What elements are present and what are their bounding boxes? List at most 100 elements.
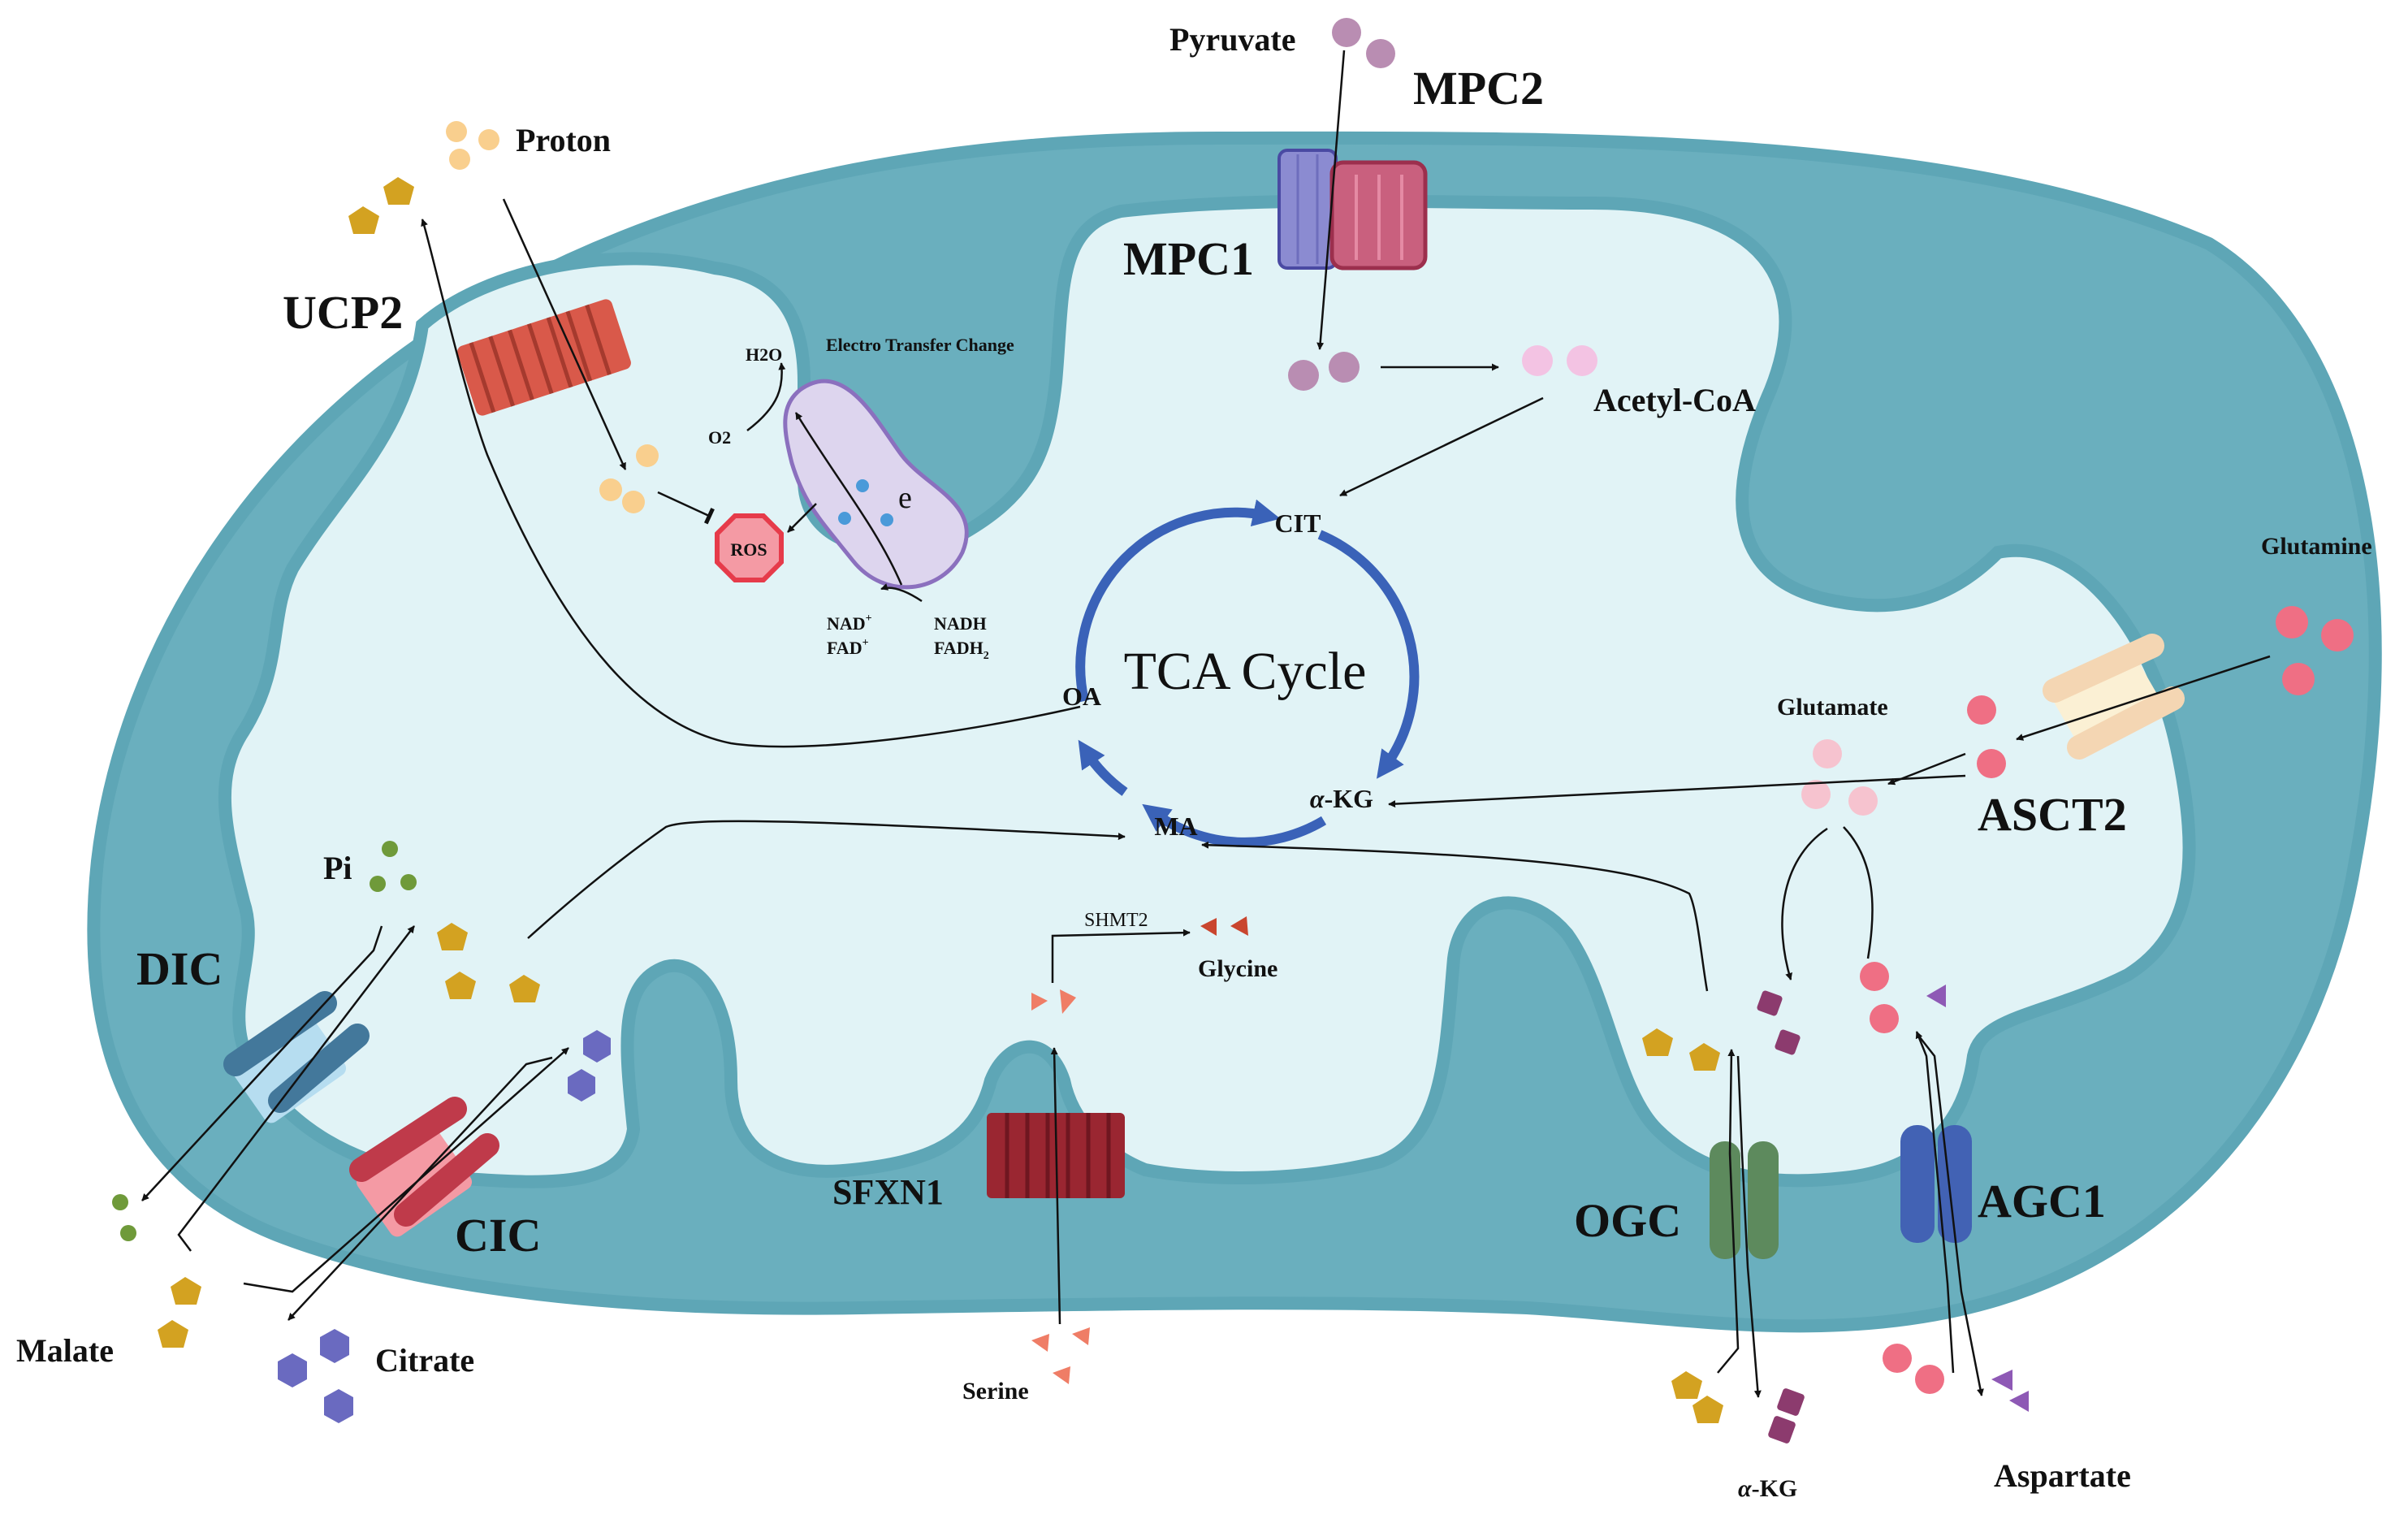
akg-outside-label: α-KG xyxy=(1738,1475,1797,1502)
akg-suffix: -KG xyxy=(1325,784,1374,813)
fad-label: FAD+ xyxy=(827,637,869,658)
malate-pentagons-ogc-inside xyxy=(1642,1028,1720,1071)
glutamate-circles xyxy=(1801,739,1878,816)
tca-cycle-title: TCA Cycle xyxy=(1124,642,1367,701)
mpc1-transporter xyxy=(1277,149,1338,270)
acetyl-coa-label: Acetyl-CoA xyxy=(1593,382,1756,418)
agc1-label: AGC1 xyxy=(1978,1175,2106,1227)
electron-label: e xyxy=(898,481,912,515)
arrow-glutamate-up xyxy=(1843,826,1874,959)
shmt2-label: SHMT2 xyxy=(1084,910,1148,931)
fadh-sub: 2 xyxy=(984,650,989,662)
h2o-label: H2O xyxy=(746,344,782,365)
arrow-cic-malate-in xyxy=(243,1047,569,1293)
arrow-agc1-aspartate-out xyxy=(1916,1032,1984,1396)
arrow-dic-pi-in xyxy=(141,925,383,1201)
akg-squares-inside xyxy=(1757,990,1801,1055)
arrow-serine-in xyxy=(1050,1047,1061,1325)
pyruvate-label: Pyruvate xyxy=(1169,21,1296,58)
cic-label: CIC xyxy=(455,1209,541,1262)
ros-badge: ROS xyxy=(715,513,784,582)
serine-triangles-inside xyxy=(1031,989,1076,1014)
pi-molecules-inside xyxy=(370,841,417,892)
citrate-hexagons-outside xyxy=(278,1329,353,1423)
arrow-agc1-glutamate-in xyxy=(1915,1031,1955,1374)
arrow-nadh-to-nad xyxy=(880,583,923,603)
aspartate-triangles-outside xyxy=(1991,1370,2029,1412)
akg-outside-alpha: α xyxy=(1738,1475,1752,1502)
proton-label: Proton xyxy=(516,122,611,158)
arrow-ogc-malate-to-ma xyxy=(1201,841,1709,992)
akg-squares-outside xyxy=(1768,1388,1805,1444)
akg-label: α-KG xyxy=(1310,784,1373,813)
serine-label: Serine xyxy=(962,1378,1029,1405)
mpc2-transporter xyxy=(1329,160,1428,271)
tca-cycle: TCA Cycle CIT OA MA α-KG xyxy=(1062,499,1420,847)
proton-molecules-inside xyxy=(599,444,659,513)
dic-transporter xyxy=(223,991,370,1123)
nad-plus: + xyxy=(866,612,872,625)
ma-label: MA xyxy=(1154,812,1197,841)
arrow-dic-malate-out xyxy=(177,925,415,1252)
tca-arc-akg-ma xyxy=(1142,803,1327,847)
aspartate-label: Aspartate xyxy=(1994,1457,2131,1494)
akg-alpha: α xyxy=(1310,784,1325,813)
glycine-triangles xyxy=(1200,916,1248,936)
arrow-pyruvate-in xyxy=(1316,50,1346,350)
acetyl-coa-molecules xyxy=(1522,345,1597,376)
dic-label: DIC xyxy=(136,942,223,995)
arrow-ucp2-export-malate xyxy=(421,219,1081,748)
glutamate-circles-agc1-outside xyxy=(1883,1344,1944,1394)
electron-transfer-complex: e xyxy=(783,379,969,590)
electron-dot xyxy=(838,512,851,525)
tca-arc-oa-cit xyxy=(1075,499,1281,703)
electron-transfer-label: Electro Transfer Change xyxy=(826,335,1014,355)
proton-molecules-outside xyxy=(446,121,499,170)
ogc-label: OGC xyxy=(1574,1194,1681,1247)
fadh-text: FADH xyxy=(934,638,984,658)
arrow-glutamate-down xyxy=(1781,827,1828,980)
electron-dot xyxy=(880,513,893,526)
glutamine-circles-entering xyxy=(1967,695,2006,778)
malate-pentagons-ogc-outside xyxy=(1671,1371,1723,1423)
cit-label: CIT xyxy=(1275,509,1321,538)
malate-pentagons-outside xyxy=(158,1277,201,1348)
fadh2-label: FADH2 xyxy=(934,638,989,662)
fad-plus: + xyxy=(862,637,869,649)
fad-text: FAD xyxy=(827,638,862,658)
inhibit-proton-ros xyxy=(657,491,715,525)
asct2-label: ASCT2 xyxy=(1978,788,2127,841)
citrate-hexagons-inside xyxy=(568,1030,611,1102)
arrow-o2-to-h2o xyxy=(746,362,786,431)
malate-pentagons-top xyxy=(348,177,414,234)
arrow-nadh-into-etc xyxy=(794,412,903,586)
pi-molecules-outside xyxy=(112,1194,136,1241)
glutamate-label: Glutamate xyxy=(1777,694,1888,721)
citrate-label: Citrate xyxy=(375,1342,474,1379)
oa-label: OA xyxy=(1062,682,1101,711)
arrow-proton-in xyxy=(502,198,627,470)
arrow-etc-to-ros xyxy=(787,503,817,533)
electron-dot xyxy=(856,479,869,492)
serine-triangles-outside xyxy=(1031,1327,1090,1384)
arrow-glutamate-to-akg xyxy=(1388,774,1966,808)
mpc1-label: MPC1 xyxy=(1123,232,1254,285)
text-labels: Pyruvate MPC2 MPC1 Proton UCP2 H2O O2 El… xyxy=(16,21,2372,1502)
arrow-serine-to-glycine xyxy=(1051,928,1191,983)
glutamine-label: Glutamine xyxy=(2261,533,2372,560)
pi-label: Pi xyxy=(323,850,352,886)
glycine-label: Glycine xyxy=(1198,955,1277,982)
arrow-acetyl-coa-to-cit xyxy=(1339,396,1544,497)
akg-outside-suffix: -KG xyxy=(1752,1475,1798,1502)
pyruvate-molecules-inside xyxy=(1288,352,1360,391)
aspartate-triangles-inside xyxy=(1926,985,1946,1007)
arrows xyxy=(141,50,2271,1398)
ros-label: ROS xyxy=(730,539,767,560)
arrow-glutamine-in xyxy=(2016,655,2271,741)
pyruvate-molecules-outside xyxy=(1332,18,1395,68)
glutamine-circles xyxy=(2276,606,2354,695)
sfxn1-label: SFXN1 xyxy=(832,1172,944,1212)
malate-label: Malate xyxy=(16,1332,114,1369)
